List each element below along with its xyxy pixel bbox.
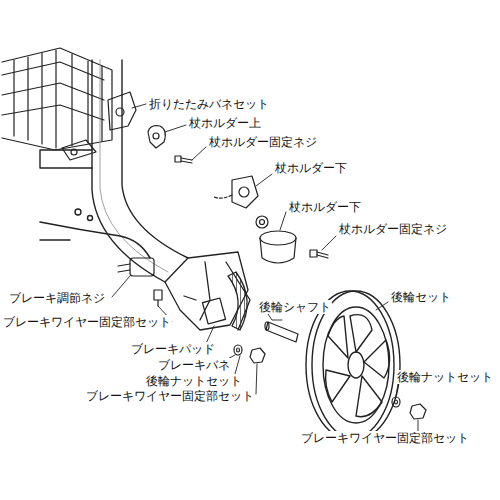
part-label: ブレーキワイヤー固定部セット (85, 389, 255, 403)
part-label: 杖ホルダー固定ネジ (208, 135, 318, 149)
part-label: 杖ホルダー固定ネジ (338, 222, 448, 236)
nut-set (392, 397, 426, 419)
part-label: 折りたたみバネセット (148, 97, 270, 111)
part-label: ブレーキワイヤー固定部セット (2, 315, 172, 329)
screw (175, 156, 192, 163)
part-label: ブレーキバネ (157, 358, 231, 372)
part-label: 杖ホルダー上 (188, 116, 262, 130)
cane-holder-lower (214, 176, 258, 208)
brake-housing (165, 252, 250, 330)
part-label: 杖ホルダー下 (288, 200, 362, 214)
rear-shaft (265, 322, 298, 342)
part-label: ブレーキ調節ネジ (8, 291, 106, 305)
basket (2, 48, 112, 150)
screw (310, 250, 328, 258)
leader-lines (112, 104, 418, 434)
frame-tube (40, 60, 188, 282)
part-label: ブレーキワイヤー固定部セット (300, 431, 470, 445)
folding-spring (62, 92, 136, 160)
part-label: ブレーキパッド (130, 342, 216, 356)
part-label: 後輪ナットセット (145, 374, 243, 388)
cane-cup (256, 216, 296, 263)
cane-holder-upper (148, 126, 165, 148)
part-label: 後輪ナットセット (396, 370, 494, 384)
part-label: 後輪セット (390, 290, 452, 304)
part-label: 杖ホルダー下 (274, 161, 348, 175)
part-label: 後輪シャフト (258, 300, 332, 314)
